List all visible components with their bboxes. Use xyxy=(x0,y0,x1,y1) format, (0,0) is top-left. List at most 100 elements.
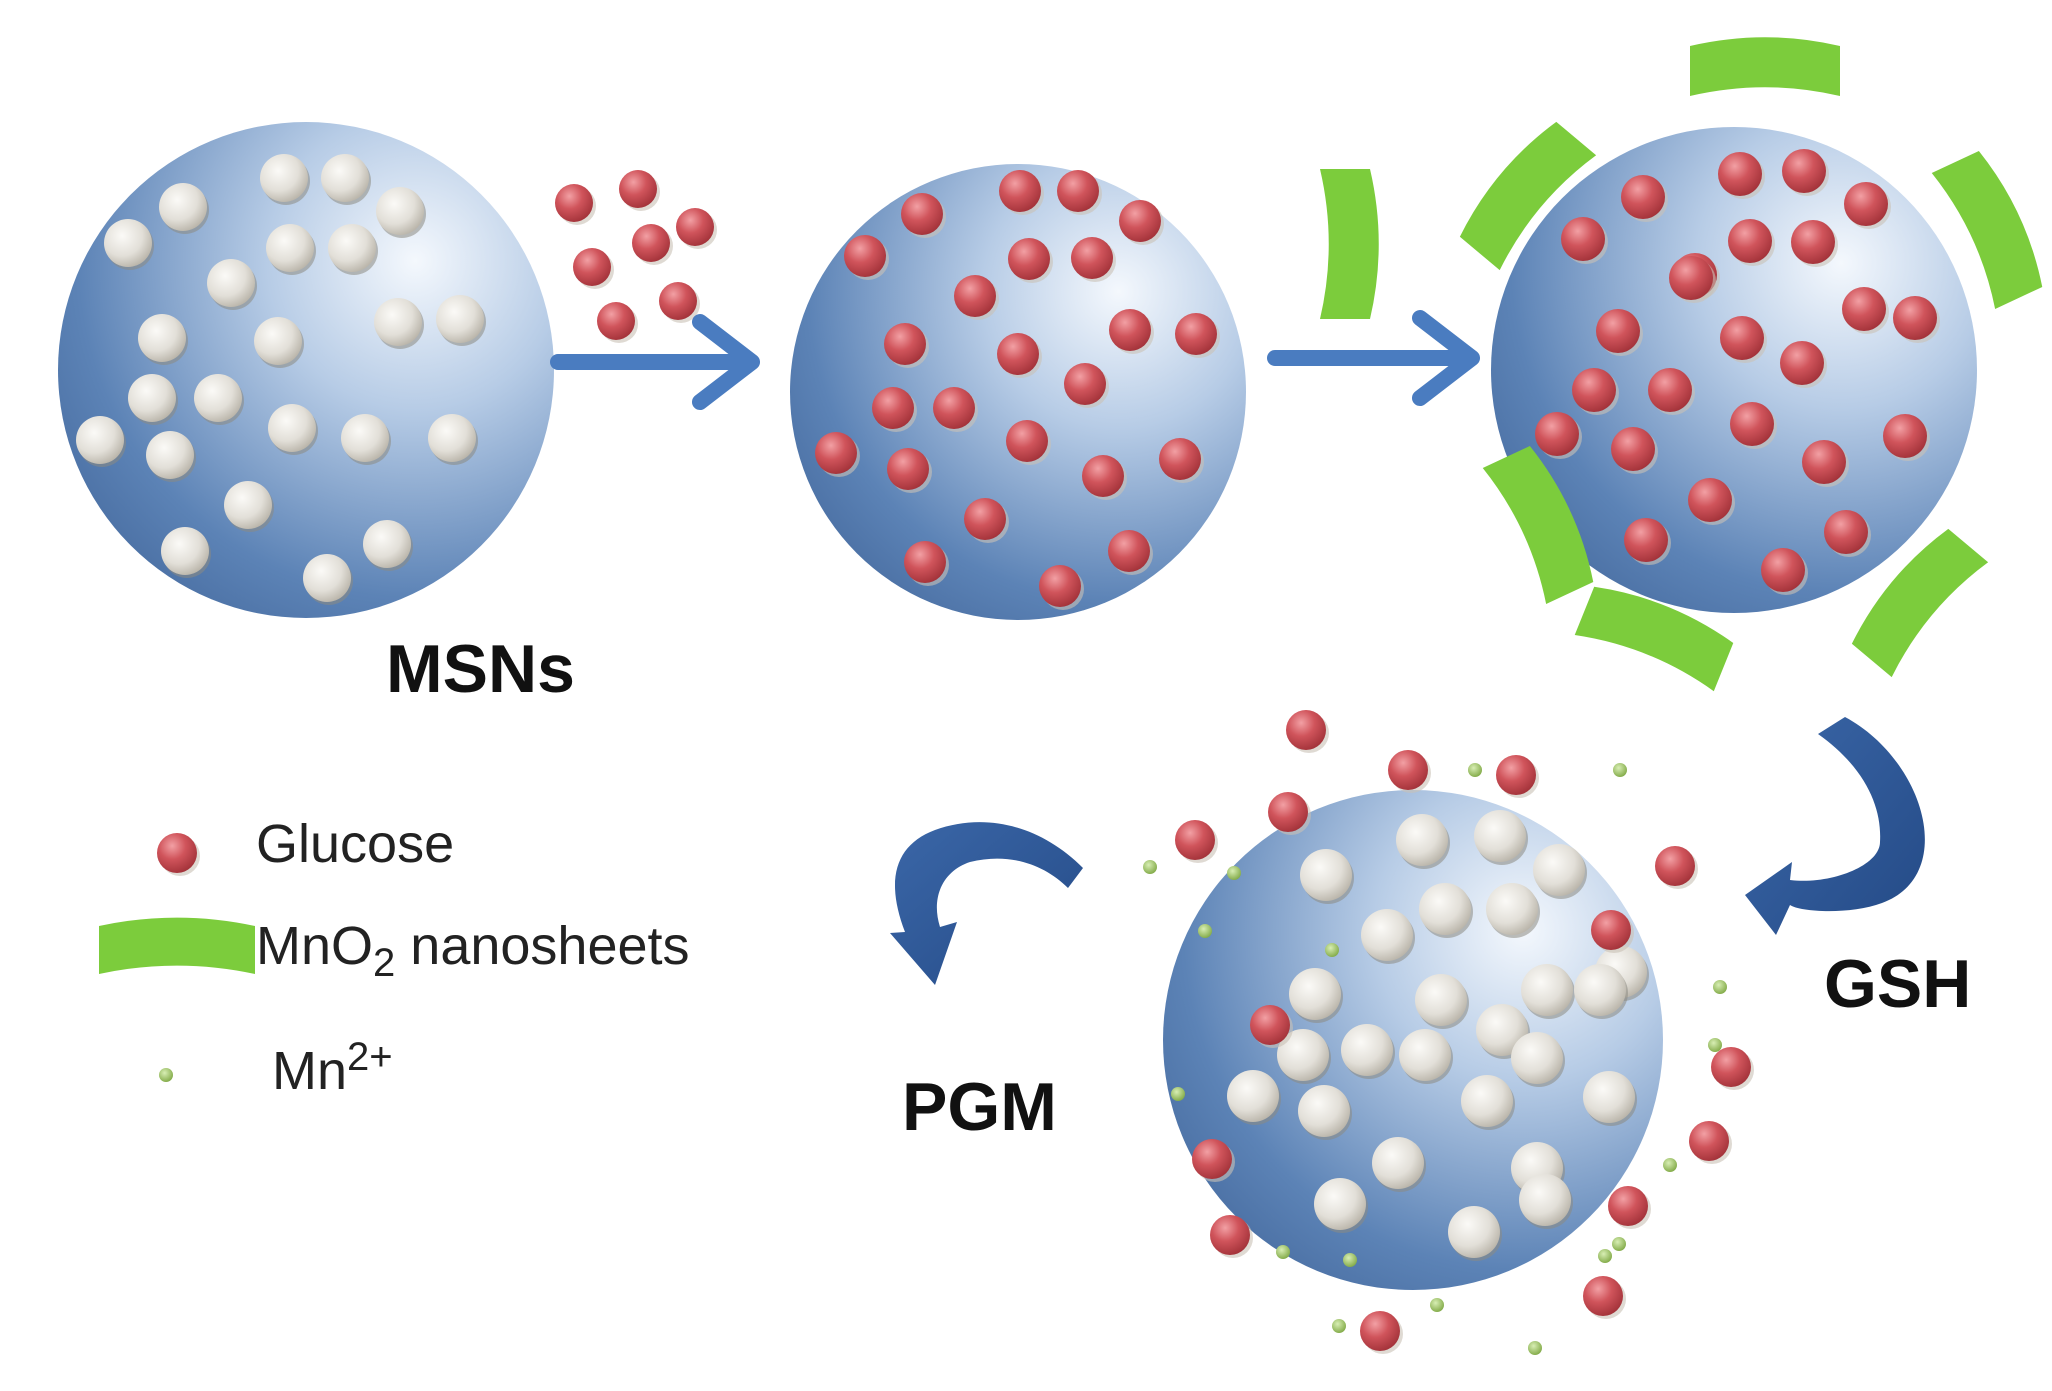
mno2-nanosheet-icon xyxy=(1482,446,1594,604)
glucose-icon xyxy=(1720,316,1767,363)
msns-label: MSNs xyxy=(386,631,575,707)
glucose-icon xyxy=(1883,414,1930,461)
pore-icon xyxy=(1277,1029,1331,1084)
glucose-icon xyxy=(1006,420,1051,465)
mn-ion-icon xyxy=(159,1068,173,1082)
msn-sphere-released xyxy=(1163,790,1663,1290)
glucose-icon xyxy=(1611,427,1658,474)
glucose-icon xyxy=(997,333,1042,378)
legend-nanosheet-icon xyxy=(99,917,255,974)
arrow-right-icon xyxy=(1267,310,1480,406)
mn-ion-icon xyxy=(1276,1245,1290,1259)
glucose-icon xyxy=(573,248,614,289)
glucose-icon xyxy=(619,170,660,211)
pore-icon xyxy=(146,431,196,482)
pore-icon xyxy=(138,314,188,365)
pore-icon xyxy=(1415,974,1469,1029)
pore-icon xyxy=(1399,1029,1453,1084)
glucose-icon xyxy=(1728,219,1775,266)
legend-mn-text: Mn xyxy=(272,1041,348,1101)
pore-icon xyxy=(376,187,426,238)
pore-icon xyxy=(374,298,424,349)
glucose-icon xyxy=(1210,1215,1253,1258)
glucose-icon xyxy=(1761,548,1808,595)
glucose-icon xyxy=(1711,1047,1754,1090)
pore-icon xyxy=(224,481,274,532)
glucose-icon xyxy=(1669,256,1716,303)
pore-icon xyxy=(194,374,244,425)
mn-ion-icon xyxy=(1332,1319,1346,1333)
mn-ion-icon xyxy=(1613,763,1627,777)
mn-ion-icon xyxy=(1325,943,1339,957)
pore-icon xyxy=(1511,1032,1565,1087)
mn-ion-icon xyxy=(1198,924,1212,938)
pore-icon xyxy=(266,224,316,275)
pore-icon xyxy=(128,374,178,425)
glucose-icon xyxy=(904,541,949,586)
pore-icon xyxy=(1372,1137,1426,1192)
glucose-icon xyxy=(1108,530,1153,575)
legend-mno2-suffix: nanosheets xyxy=(395,916,690,976)
mn-ion-icon xyxy=(1343,1253,1357,1267)
glucose-icon xyxy=(1824,510,1871,557)
glucose-icon xyxy=(1064,363,1109,408)
legend-mno2-text: MnO xyxy=(256,916,374,976)
pore-icon xyxy=(1448,1206,1502,1261)
curved-arrow-icon xyxy=(890,822,1083,985)
glucose-icon xyxy=(1591,910,1634,953)
glucose-icon xyxy=(1175,313,1220,358)
curved-arrow-icon xyxy=(1745,717,1925,935)
msn-sphere-empty xyxy=(58,122,554,618)
pore-icon xyxy=(104,219,154,270)
pore-icon xyxy=(1474,810,1528,865)
glucose-icon xyxy=(1802,440,1849,487)
glucose-icon xyxy=(1535,412,1582,459)
glucose-icon xyxy=(1268,792,1311,835)
mn-ion-icon xyxy=(1598,1249,1612,1263)
mn-ion-icon xyxy=(1713,980,1727,994)
glucose-icon xyxy=(954,275,999,320)
glucose-icon xyxy=(844,235,889,280)
glucose-icon xyxy=(1655,846,1698,889)
glucose-icon xyxy=(1109,309,1154,354)
glucose-icon xyxy=(1844,182,1891,229)
gsh-label: GSH xyxy=(1824,946,1972,1022)
glucose-icon xyxy=(901,193,946,238)
glucose-icon xyxy=(1388,750,1431,793)
pore-icon xyxy=(254,317,304,368)
pore-icon xyxy=(341,414,391,465)
mno2-nanosheet-icon xyxy=(1851,528,1989,678)
mn-ion-icon xyxy=(1663,1158,1677,1172)
pore-icon xyxy=(260,154,310,205)
glucose-icon xyxy=(1192,1139,1235,1182)
mn-ion-icon xyxy=(1171,1087,1185,1101)
pore-icon xyxy=(321,154,371,205)
glucose-icon xyxy=(1718,152,1765,199)
mn-ion-icon xyxy=(1143,860,1157,874)
pore-icon xyxy=(1289,968,1343,1023)
mn-ion-icon xyxy=(1528,1341,1542,1355)
pore-icon xyxy=(1583,1071,1637,1126)
glucose-icon xyxy=(1624,518,1671,565)
mno2-nanosheet-icon xyxy=(1574,586,1734,692)
mn-ion-icon xyxy=(1708,1038,1722,1052)
legend-mno2-label: MnO2 nanosheets xyxy=(256,915,690,986)
pore-icon xyxy=(1396,814,1450,869)
glucose-icon xyxy=(1842,287,1889,334)
legend-glucose-label: Glucose xyxy=(256,814,455,874)
glucose-icon xyxy=(1008,238,1053,283)
glucose-icon xyxy=(1782,149,1829,196)
mno2-nanosheet-icon xyxy=(1690,37,1840,96)
legend-mn-superscript: 2+ xyxy=(347,1035,393,1079)
pore-icon xyxy=(1341,1024,1395,1079)
glucose-icon xyxy=(1596,309,1643,356)
glucose-icon xyxy=(1175,820,1218,863)
mno2-nanosheet-icon xyxy=(1320,169,1379,319)
pore-icon xyxy=(436,295,486,346)
glucose-icon xyxy=(1621,175,1668,222)
glucose-icon xyxy=(1250,1005,1293,1048)
glucose-icon xyxy=(1039,565,1084,610)
glucose-icon xyxy=(1689,1121,1732,1164)
glucose-icon xyxy=(999,170,1044,215)
